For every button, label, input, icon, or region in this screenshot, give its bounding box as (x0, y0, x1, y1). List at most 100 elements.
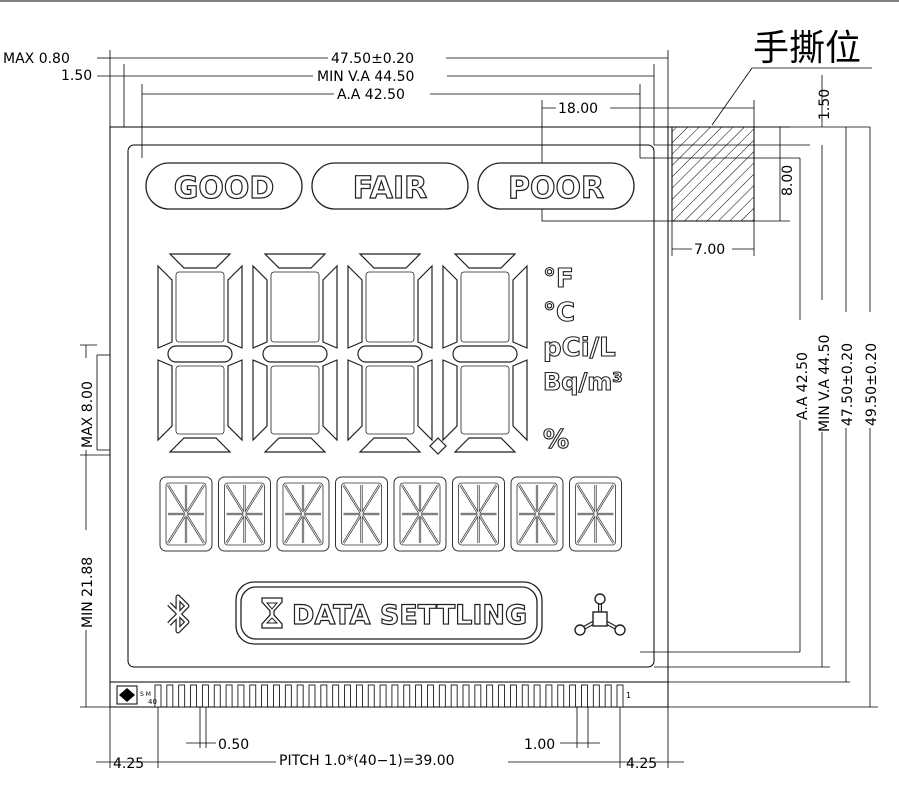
pin (308, 684, 316, 708)
dim-150-left: 1.50 (61, 68, 92, 84)
segment (322, 359, 338, 442)
pin (581, 684, 588, 708)
pin (533, 684, 541, 708)
unit-pci-per-l: pCi/L (543, 333, 616, 363)
dim-max-800-label: MAX 8.00 (80, 381, 96, 448)
pin (332, 684, 340, 708)
seven-segment-digits (157, 253, 528, 453)
pin (201, 684, 209, 708)
pin (545, 684, 553, 708)
segment (347, 359, 363, 442)
segment (442, 264, 458, 349)
dim-v-4750-label: 47.50±0.20 (840, 343, 856, 426)
char-stroke-inner (460, 484, 479, 515)
dim-min-2188-label: MIN 21.88 (80, 557, 96, 628)
logo-icon (119, 688, 135, 702)
fourteen-segment-row (159, 476, 622, 552)
poor-pill (477, 162, 635, 210)
segment (168, 437, 232, 453)
fourteen-seg-char (569, 476, 622, 552)
pin (462, 684, 470, 708)
dim-max-080: MAX 0.80 (3, 51, 70, 67)
char-inner (165, 482, 207, 546)
pin (486, 684, 494, 708)
unit-bq-per-m3: Bq/m³ (543, 368, 623, 396)
pin (320, 684, 328, 708)
pin (498, 684, 505, 708)
char-stroke-inner (419, 484, 439, 515)
char-stroke-inner (343, 513, 362, 544)
fourteen-seg-char (393, 476, 447, 552)
char-stroke-inner (226, 484, 245, 515)
pin-row (154, 684, 624, 708)
char-inner (224, 482, 265, 546)
pin (521, 684, 529, 708)
dim-4250-label: A.A 42.50 (337, 87, 405, 103)
segment (252, 359, 268, 442)
pin (450, 684, 458, 708)
pin (284, 684, 292, 708)
char-stroke-inner (460, 513, 479, 544)
pin (557, 684, 565, 708)
segment (263, 253, 327, 269)
segment (157, 359, 173, 442)
segment (227, 359, 243, 442)
seven-seg-digit (347, 253, 433, 453)
pin (474, 684, 482, 708)
pin (367, 684, 375, 708)
pin (379, 684, 387, 708)
char-stroke-inner (302, 513, 322, 544)
segment (512, 359, 528, 442)
dim-4750-label: 47.50±0.20 (331, 51, 414, 67)
digit-inner-top (270, 271, 320, 343)
unit-fahrenheit: °F (543, 264, 574, 294)
pin (213, 684, 221, 708)
char-stroke-inner (226, 513, 245, 544)
pin (616, 684, 624, 708)
fair-label: FAIR (353, 171, 428, 206)
seven-seg-digit (157, 253, 243, 453)
unit-percent: % (543, 425, 569, 455)
char-stroke-inner (478, 484, 497, 515)
segment-middle (167, 345, 233, 363)
segment (453, 437, 517, 453)
fourteen-seg-char (452, 476, 505, 552)
char-stroke-inner (185, 513, 205, 544)
char-stroke-inner (401, 513, 421, 544)
char-stroke-inner (536, 513, 556, 544)
char-inner (575, 482, 616, 546)
segment (417, 359, 433, 442)
fourteen-seg-char (159, 476, 213, 552)
pin (427, 684, 434, 708)
unit-celsius: °C (543, 298, 575, 328)
char-inner (399, 482, 441, 546)
segment (358, 253, 422, 269)
data-settling-label: DATA SETTLING (292, 600, 527, 631)
pin (237, 684, 245, 708)
segment (252, 264, 268, 349)
char-inner (516, 482, 558, 546)
molecule-icon (574, 593, 626, 636)
hourglass-icon (261, 597, 283, 629)
data-settling-inner (240, 586, 538, 640)
char-stroke-inner (302, 484, 322, 515)
dim-v-4950-label: 49.50±0.20 (864, 343, 880, 426)
pin (403, 684, 411, 708)
pin (415, 684, 423, 708)
char-stroke-inner (284, 513, 304, 544)
pin (355, 684, 363, 708)
digit-inner-bottom (365, 365, 415, 435)
char-stroke-inner (518, 484, 538, 515)
segment (322, 264, 338, 349)
char-stroke-inner (577, 484, 596, 515)
char-stroke-inner (343, 484, 362, 515)
tear-area (671, 126, 755, 222)
dim-700-label: 7.00 (694, 242, 725, 258)
dim-1800-label: 18.00 (558, 101, 598, 117)
good-pill (145, 162, 303, 210)
digit-inner-bottom (460, 365, 510, 435)
char-stroke-inner (518, 513, 538, 544)
digit-inner-top (175, 271, 225, 343)
pin (273, 684, 280, 708)
